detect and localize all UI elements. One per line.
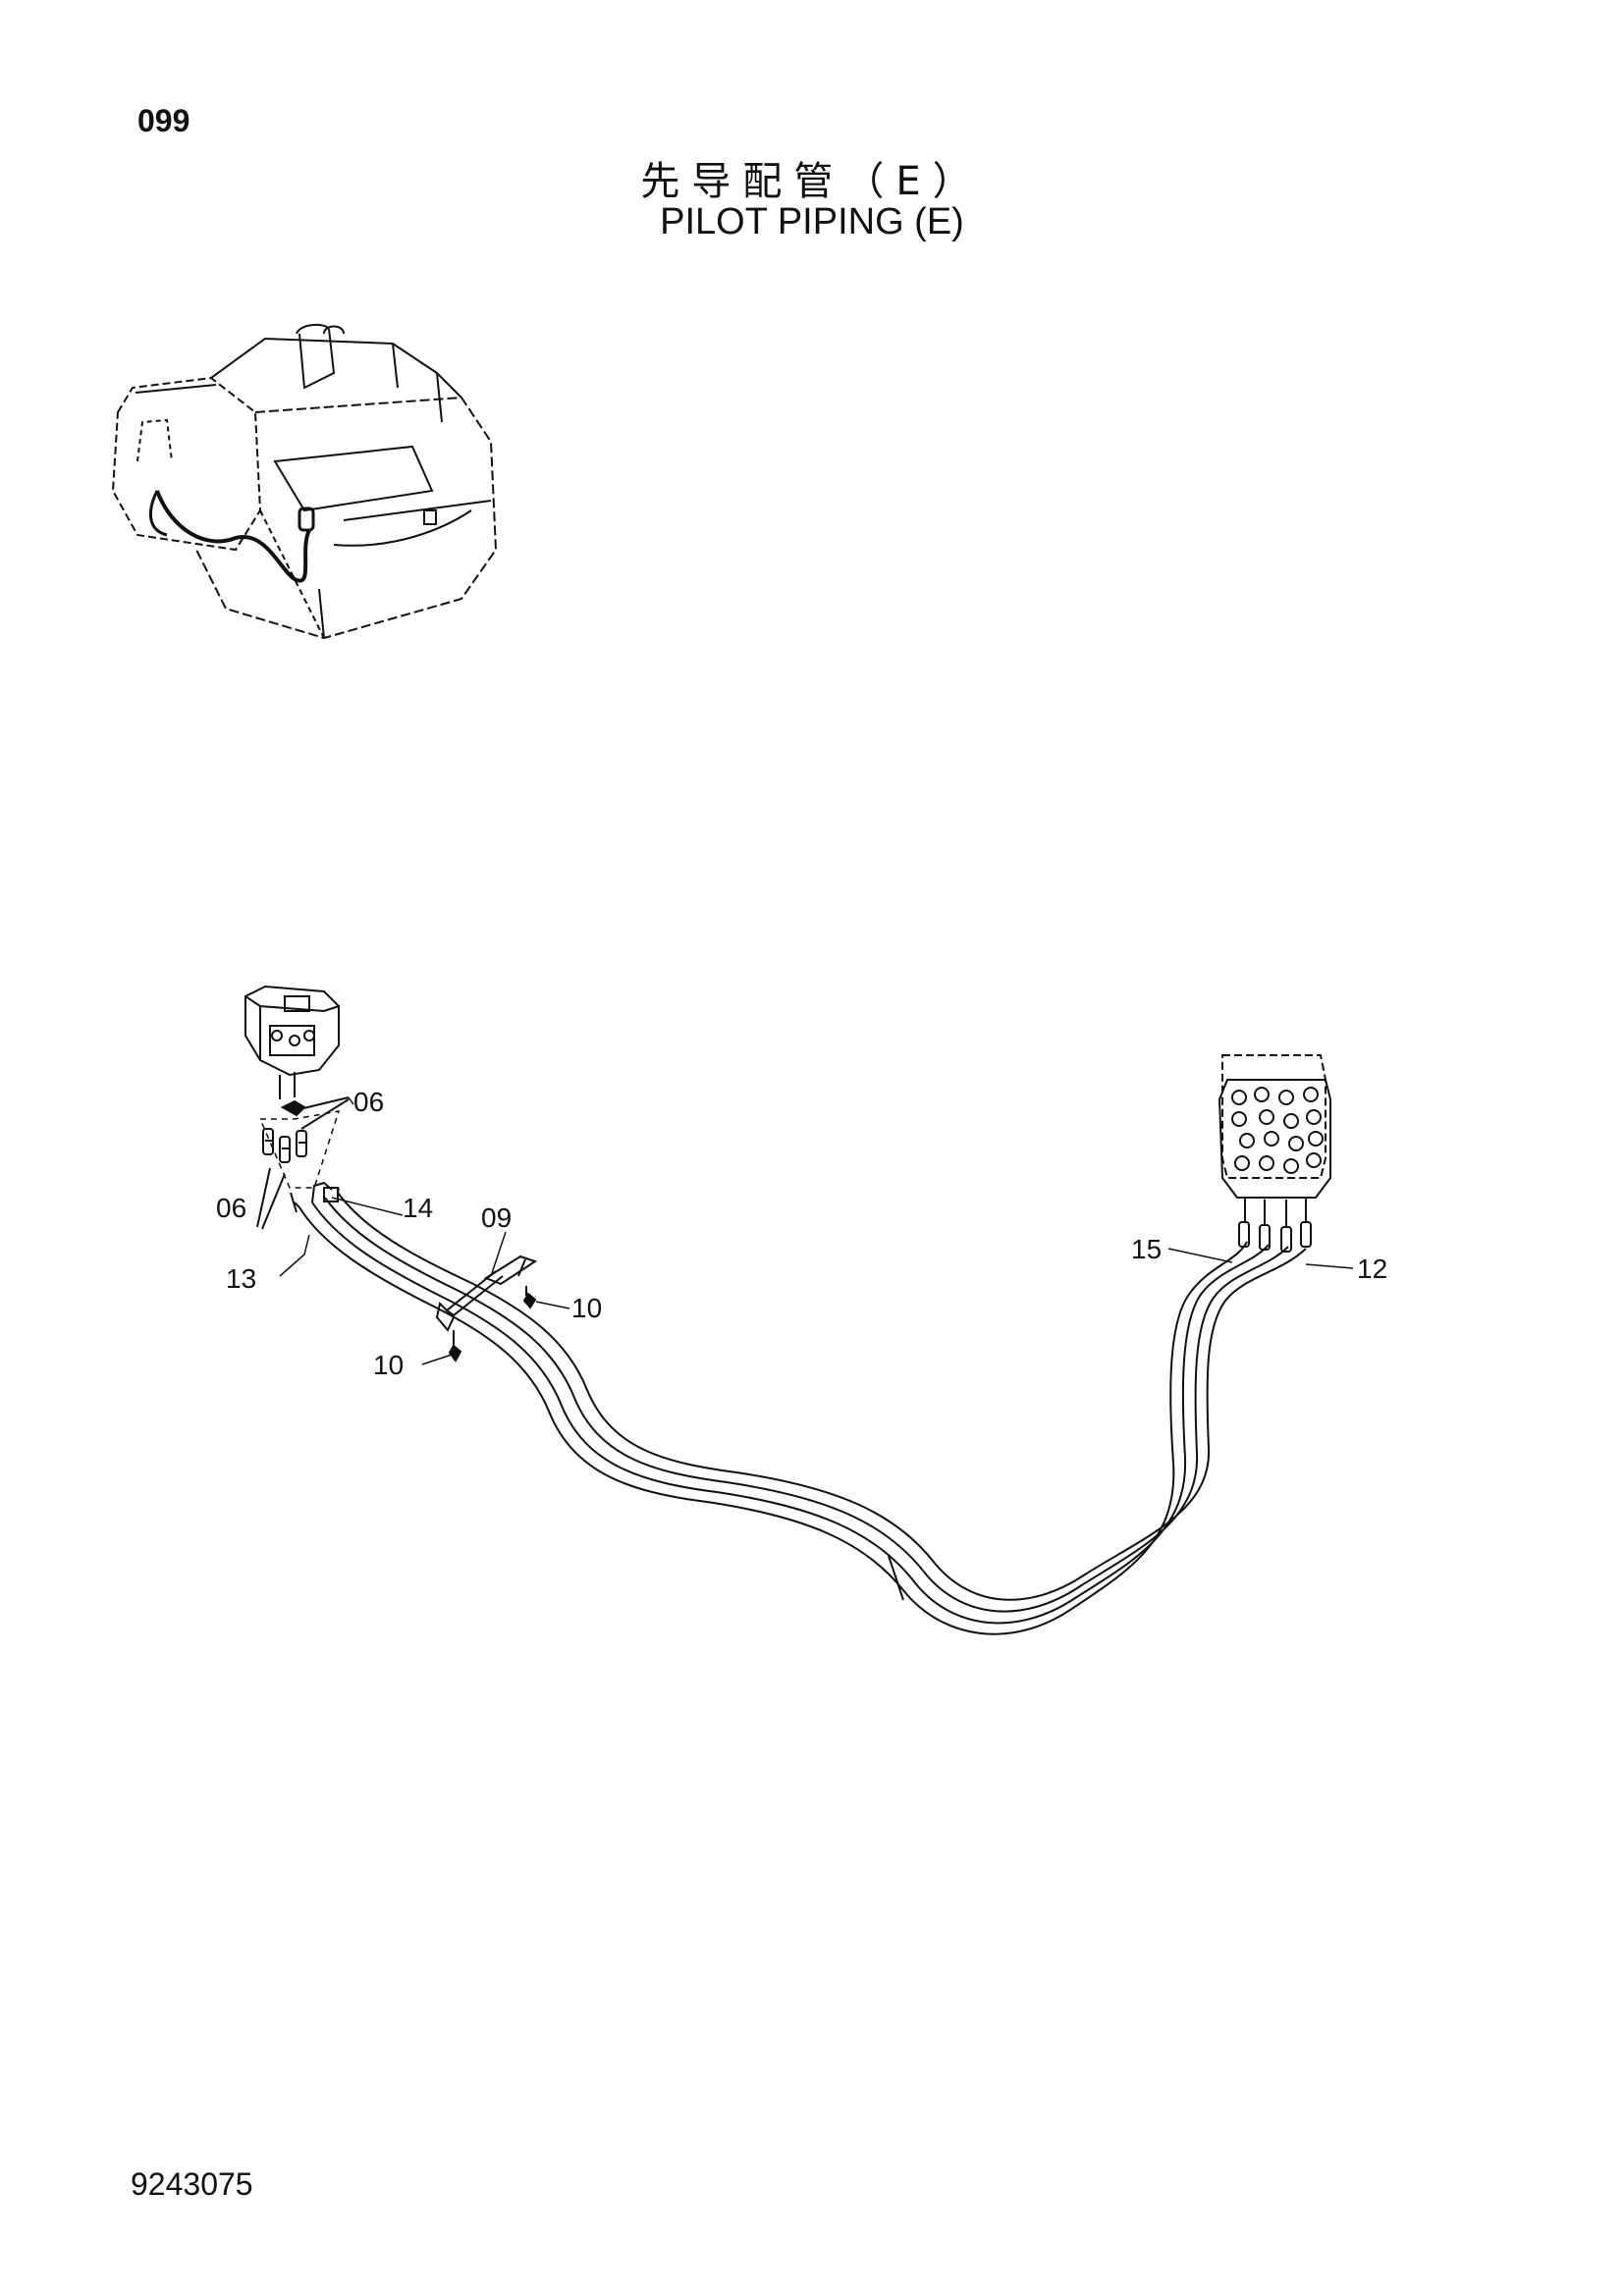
- page-number: 099: [137, 103, 190, 138]
- callout-10-right: 10: [571, 1293, 602, 1323]
- title-english: PILOT PIPING (E): [660, 201, 964, 242]
- callout-06-lower: 06: [216, 1193, 246, 1223]
- control-valve-right: [1218, 1054, 1331, 1253]
- callout-06-upper: 06: [353, 1087, 384, 1117]
- bracket-09: [435, 1255, 538, 1362]
- callout-14: 14: [403, 1193, 433, 1223]
- callout-13: 13: [226, 1263, 256, 1294]
- pilot-hose-bundle: [290, 1181, 1307, 1635]
- pilot-valve-left: [244, 985, 340, 1099]
- fittings-06: [256, 1096, 350, 1230]
- document-id: 9243075: [131, 2166, 253, 2202]
- callout-15: 15: [1131, 1234, 1162, 1264]
- title-chinese: 先导配管（E）: [640, 159, 984, 204]
- callout-09: 09: [481, 1202, 512, 1233]
- leader-lines: [279, 1096, 1354, 1365]
- callout-12: 12: [1357, 1254, 1387, 1284]
- machine-overview-illustration: [111, 323, 498, 640]
- callout-10-left: 10: [373, 1350, 404, 1380]
